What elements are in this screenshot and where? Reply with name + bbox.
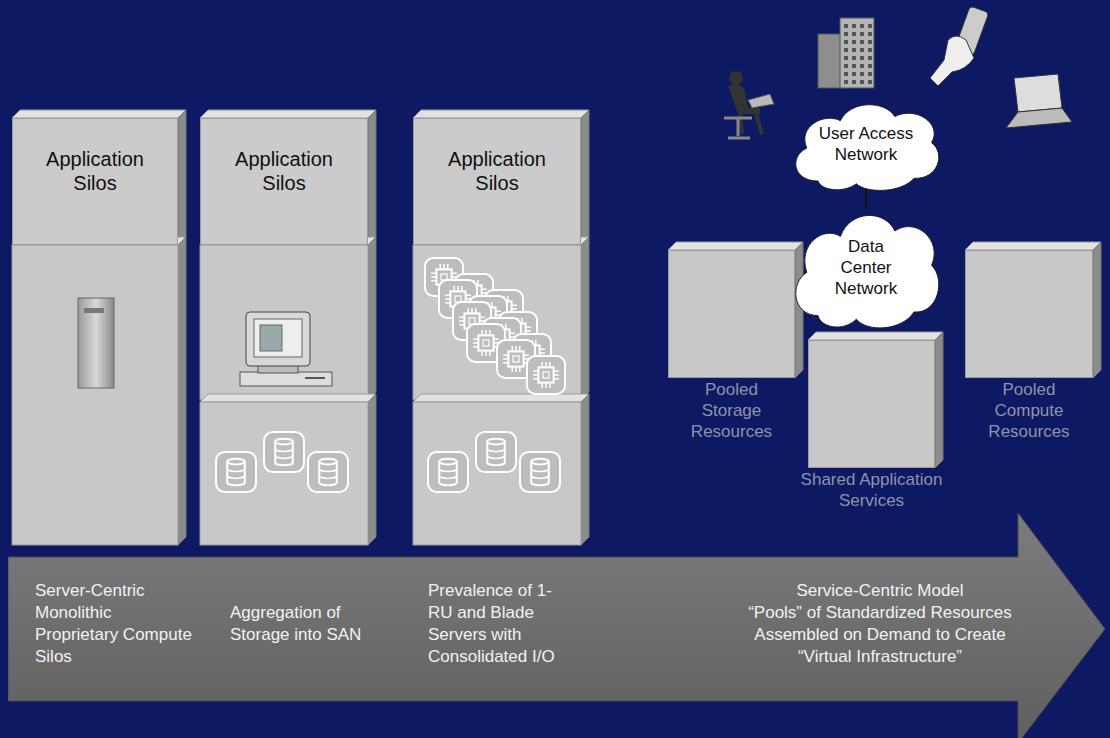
box-side [581,237,589,400]
node-label: User Access Network [812,123,920,165]
box-3d [200,110,376,245]
stage-caption: Service-Centric Model [730,580,1030,602]
box-3d [808,332,943,468]
server-tower [78,298,114,388]
stage-caption: Aggregation of Storage into SAN [230,602,378,646]
stage-caption: Prevalence of 1-RU and Blade Servers wit… [428,580,568,668]
node-label: Pooled Storage Resources [684,379,780,442]
stage-caption: Server-Centric Monolithic Proprietary Co… [35,580,195,668]
box-side [368,110,376,245]
silo-box: Application Silos [200,118,368,245]
box-top [413,394,589,402]
node-label: Application Silos [222,147,346,195]
box-front [200,402,368,545]
box-side [178,110,186,245]
box-front [413,245,581,400]
node-label: Application Silos [33,147,157,195]
box-top [965,242,1101,250]
box-3d [12,237,186,545]
resource-box: Pooled Storage Resources [668,250,795,378]
box-front [200,245,368,400]
compute-icon [527,356,565,394]
box-3d [413,110,589,245]
cloud-shape [786,96,946,192]
box-top [413,110,589,118]
box-3d [668,242,803,378]
silo-box: Application Silos [12,118,178,245]
node-label: Application Silos [435,147,559,195]
desktop-computer [240,312,332,386]
storage-icon [264,432,304,472]
storage-icon [476,432,516,472]
silo-box: Application Silos [413,118,581,245]
box-side [795,242,803,378]
storage-icon [428,452,468,492]
user-person [724,71,774,138]
box-3d [200,237,376,400]
timeline-arrow: Server-Centric Monolithic Proprietary Co… [8,505,1108,738]
node-label: Data Center Network [826,236,906,299]
node-label: Shared Application Services [789,469,954,511]
box-top [12,110,186,118]
box-top [668,242,803,250]
box-3d [413,394,589,545]
box-side [368,237,376,400]
node-label: Pooled Compute Resources [981,379,1077,442]
box-front [413,402,581,545]
box-side [581,394,589,545]
storage-icon [308,452,348,492]
drive-bay [84,308,104,313]
box-side [178,237,186,545]
network-cloud: Data Center Network [786,204,946,330]
storage-icon [520,452,560,492]
network-cloud: User Access Network [786,96,946,192]
box-top [200,110,376,118]
box-side [935,332,943,468]
network-link [865,188,867,208]
box-front [12,245,178,545]
box-3d [12,110,186,245]
storage-icon [216,452,256,492]
laptop [1006,74,1072,128]
mobile-phone [930,6,989,86]
building [818,18,874,88]
stage-caption: “Pools” of Standardized Resources Assemb… [737,602,1023,668]
resource-box: Pooled Compute Resources [965,250,1093,378]
box-3d [413,237,589,400]
box-side [581,110,589,245]
box-3d [965,242,1101,378]
box-top [808,332,943,340]
resource-box: Shared Application Services [808,340,935,468]
box-side [368,394,376,545]
box-3d [200,394,376,545]
box-side [1093,242,1101,378]
box-top [200,394,376,402]
